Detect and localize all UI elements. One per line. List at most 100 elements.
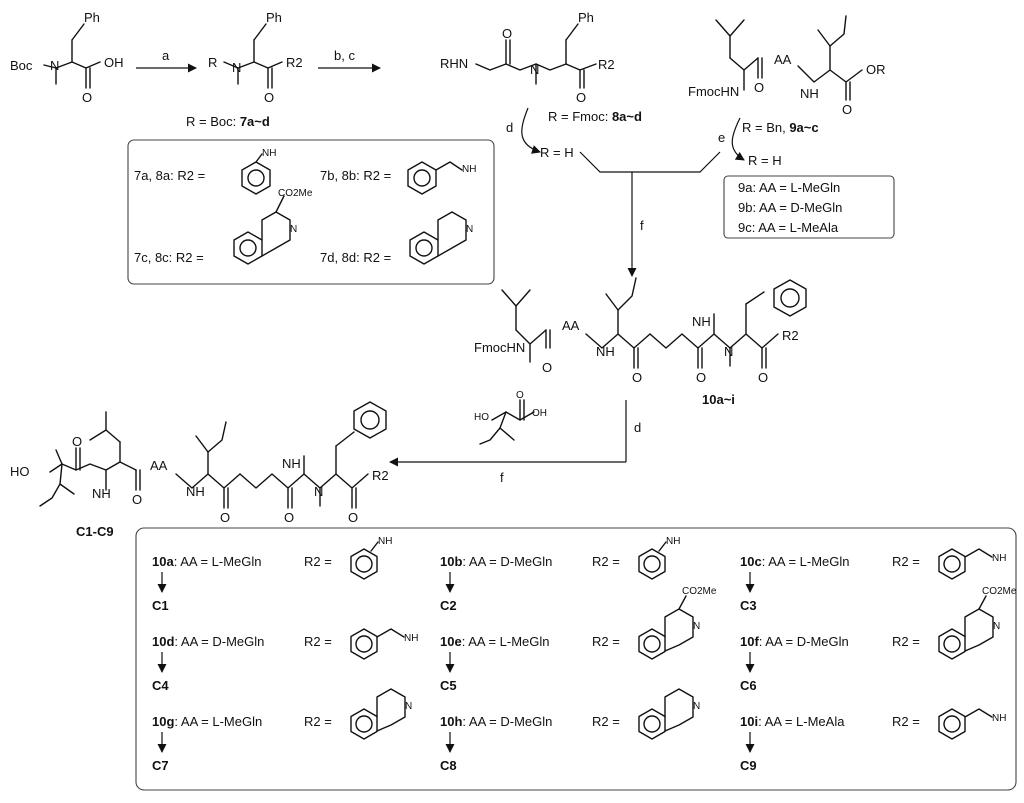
entry-cmpd: 10i xyxy=(740,714,758,729)
reagent-f: f xyxy=(640,218,644,233)
atom-o: O xyxy=(842,102,852,117)
product-label: C2 xyxy=(440,598,457,613)
entry-r2-label: R2 = xyxy=(892,634,920,649)
arrow-d-deprotect xyxy=(521,107,541,154)
atom-fmochn: FmocHN xyxy=(474,340,525,355)
atom-r2: R2 xyxy=(372,468,389,483)
phenyl-ring xyxy=(353,401,387,439)
benzene-ring xyxy=(638,548,666,580)
entry-r2-label: R2 = xyxy=(304,634,332,649)
entry-aa: : AA = L-MeGln xyxy=(174,714,262,729)
product-label: C5 xyxy=(440,678,457,693)
atom-ph: Ph xyxy=(266,10,282,25)
atom-o: O xyxy=(82,90,92,105)
benzene-ring xyxy=(407,161,437,195)
entry-aa: : AA = L-MeGln xyxy=(462,634,550,649)
reagent-d: d xyxy=(506,120,513,135)
entry-r2-label: R2 = xyxy=(592,554,620,569)
atom-r2: R2 xyxy=(286,55,303,70)
atom-rhn: RHN xyxy=(440,56,468,71)
atom-nh: NH xyxy=(462,164,476,175)
r2-box-frame xyxy=(127,139,495,285)
atom-o: O xyxy=(516,390,524,401)
entry-10b: 10b: AA = D-MeGln R2 = NH C2 xyxy=(440,536,680,613)
compound-7: R N Ph R2 O R = Boc: 7a~d xyxy=(186,10,303,129)
entry-label: 10b: AA = D-MeGln xyxy=(440,554,552,569)
entry-r2-label: R2 = xyxy=(892,554,920,569)
entry-r2-label: R2 = xyxy=(592,714,620,729)
atom-o: O xyxy=(348,510,358,525)
product-label: C6 xyxy=(740,678,757,693)
entry-cmpd: 10g xyxy=(152,714,174,729)
atom-nh: NH xyxy=(92,486,111,501)
atom-n: N xyxy=(993,621,1000,632)
entry-label: 10g: AA = L-MeGln xyxy=(152,714,262,729)
entry-r2-label: R2 = xyxy=(592,634,620,649)
compound-7-label: R = Boc: 7a~d xyxy=(186,114,270,129)
atom-n: N xyxy=(466,224,473,235)
entry-label: 10f: AA = D-MeGln xyxy=(740,634,849,649)
tic-ome-group-7c: CO2Me N xyxy=(233,188,313,265)
final-compound-c: HO O NH AA O NH O NH O N R2 O C1-C9 xyxy=(10,401,389,539)
boc-phe-starting-material: Boc N Ph OH O xyxy=(10,10,124,105)
entry-r2-label: R2 = xyxy=(304,714,332,729)
atom-o: O xyxy=(284,510,294,525)
benzene-ring xyxy=(409,231,439,265)
entry-r2-label: R2 = xyxy=(892,714,920,729)
entry-aa: : AA = L-MeGln xyxy=(174,554,262,569)
r2-box-7-8: 7a, 8a: R2 = 7b, 8b: R2 = 7c, 8c: R2 = 7… xyxy=(127,139,495,285)
hydroxy-acid-reagent: HO O OH xyxy=(474,390,547,445)
atom-oh: OH xyxy=(104,55,124,70)
benzylamino-group-7b: NH xyxy=(407,161,476,195)
benzene-ring xyxy=(638,628,666,660)
aa-list-9: 9a: AA = L-MeGln 9b: AA = D-MeGln 9c: AA… xyxy=(723,175,895,239)
reagent-a: a xyxy=(162,48,170,63)
entry-cmpd: 10a xyxy=(152,554,174,569)
entry-aa: : AA = D-MeGln xyxy=(462,714,552,729)
product-label: C9 xyxy=(740,758,757,773)
product-label: C4 xyxy=(152,678,169,693)
entry-cmpd: 10c xyxy=(740,554,762,569)
atom-ph: Ph xyxy=(578,10,594,25)
entry-r2-label: R2 = xyxy=(304,554,332,569)
entry-cmpd: 10f xyxy=(740,634,759,649)
r2-7b-8b-label: 7b, 8b: R2 = xyxy=(320,168,391,183)
atom-o: O xyxy=(696,370,706,385)
r2-7a-8a-label: 7a, 8a: R2 = xyxy=(134,168,205,183)
atom-nh: NH xyxy=(800,86,819,101)
entry-aa: : AA = L-MeAla xyxy=(758,714,845,729)
product-label: C8 xyxy=(440,758,457,773)
benzene-ring xyxy=(233,231,263,265)
atom-co2me: CO2Me xyxy=(982,586,1017,597)
entry-cmpd: 10d xyxy=(152,634,174,649)
atom-nh: NH xyxy=(378,536,392,547)
atom-n: N xyxy=(693,701,700,712)
r2-box-10 xyxy=(135,527,1017,791)
reagent-e: e xyxy=(718,130,725,145)
r2-7d-8d-label: 7d, 8d: R2 = xyxy=(320,250,391,265)
atom-aa: AA xyxy=(774,52,792,67)
atom-co2me: CO2Me xyxy=(278,188,313,199)
benzene-ring xyxy=(350,628,378,660)
benzene-ring xyxy=(350,548,378,580)
entry-aa: : AA = D-MeGln xyxy=(462,554,552,569)
atom-ph: Ph xyxy=(84,10,100,25)
atom-nh: NH xyxy=(666,536,680,547)
atom-ho: HO xyxy=(10,464,30,479)
atom-o: O xyxy=(264,90,274,105)
atom-n: N xyxy=(314,484,323,499)
atom-n: N xyxy=(405,701,412,712)
aa-9b: 9b: AA = D-MeGln xyxy=(738,200,842,215)
compound-9-label: R = Bn, 9a~c xyxy=(742,120,819,135)
entry-label: 10d: AA = D-MeGln xyxy=(152,634,264,649)
atom-n: N xyxy=(530,62,539,77)
entry-label: 10a: AA = L-MeGln xyxy=(152,554,262,569)
product-label: C7 xyxy=(152,758,169,773)
atom-n: N xyxy=(724,344,733,359)
anilino-group-7a: NH xyxy=(241,148,276,195)
atom-n: N xyxy=(290,224,297,235)
